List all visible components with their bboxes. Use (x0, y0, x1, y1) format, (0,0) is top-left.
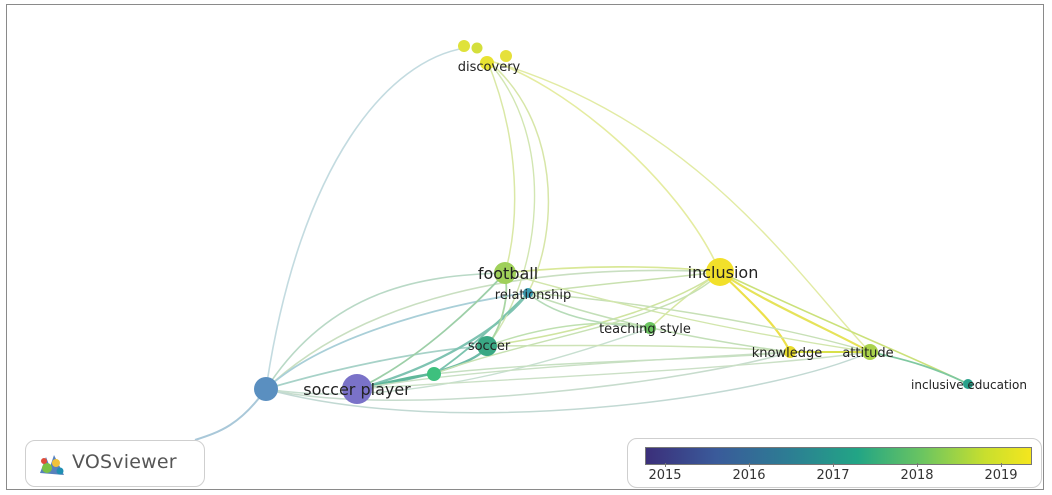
color-scale-legend: 2015 2016 2017 2018 2019 (627, 438, 1042, 488)
vosviewer-logo-panel[interactable]: VOSviewer (25, 440, 205, 487)
color-scale-bar (645, 447, 1032, 465)
label-teaching-style: teaching style (599, 322, 691, 337)
node-soccer-player[interactable] (342, 374, 372, 404)
label-relationship: relationship (495, 288, 571, 303)
node-inclusion[interactable] (706, 258, 734, 286)
tick-mark (917, 463, 918, 467)
node-teaching-style[interactable] (644, 322, 656, 334)
label-inclusion: inclusion (688, 263, 759, 282)
visualization-frame (6, 4, 1044, 490)
edges-layer (194, 47, 969, 441)
node-discovery-small-2[interactable] (471, 42, 483, 54)
tick-mark (749, 463, 750, 467)
node-soccer[interactable] (477, 336, 497, 356)
label-attitude: attitude (842, 346, 893, 361)
nodes-layer (254, 40, 973, 404)
vosviewer-logo-icon (36, 449, 68, 483)
label-soccer: soccer (468, 339, 511, 354)
node-football[interactable] (494, 262, 516, 284)
tick-mark (665, 463, 666, 467)
label-inclusive-education: inclusive education (911, 378, 1027, 392)
tick-label-2016: 2016 (732, 468, 766, 483)
label-football: football (478, 264, 538, 283)
tick-mark (1001, 463, 1002, 467)
vosviewer-logo-text: VOSviewer (72, 451, 177, 473)
tick-label-2019: 2019 (984, 468, 1018, 483)
node-inclusive-education[interactable] (963, 379, 973, 389)
tick-label-2017: 2017 (816, 468, 850, 483)
node-knowledge[interactable] (784, 346, 796, 358)
node-attitude[interactable] (862, 344, 878, 360)
node-young-soccer-player[interactable] (254, 377, 278, 401)
label-soccer-player: soccer player (303, 380, 411, 399)
node-discovery-small-1[interactable] (458, 40, 470, 52)
tick-mark (833, 463, 834, 467)
node-relationship[interactable] (523, 288, 533, 298)
label-discovery: discovery (458, 60, 521, 75)
tick-label-2018: 2018 (900, 468, 934, 483)
node-small-green[interactable] (427, 367, 441, 381)
node-discovery[interactable] (480, 56, 494, 70)
tick-label-2015: 2015 (648, 468, 682, 483)
label-knowledge: knowledge (752, 346, 822, 361)
node-discovery-small-3[interactable] (500, 50, 512, 62)
labels-layer: discovery football inclusion relationshi… (303, 60, 1027, 399)
